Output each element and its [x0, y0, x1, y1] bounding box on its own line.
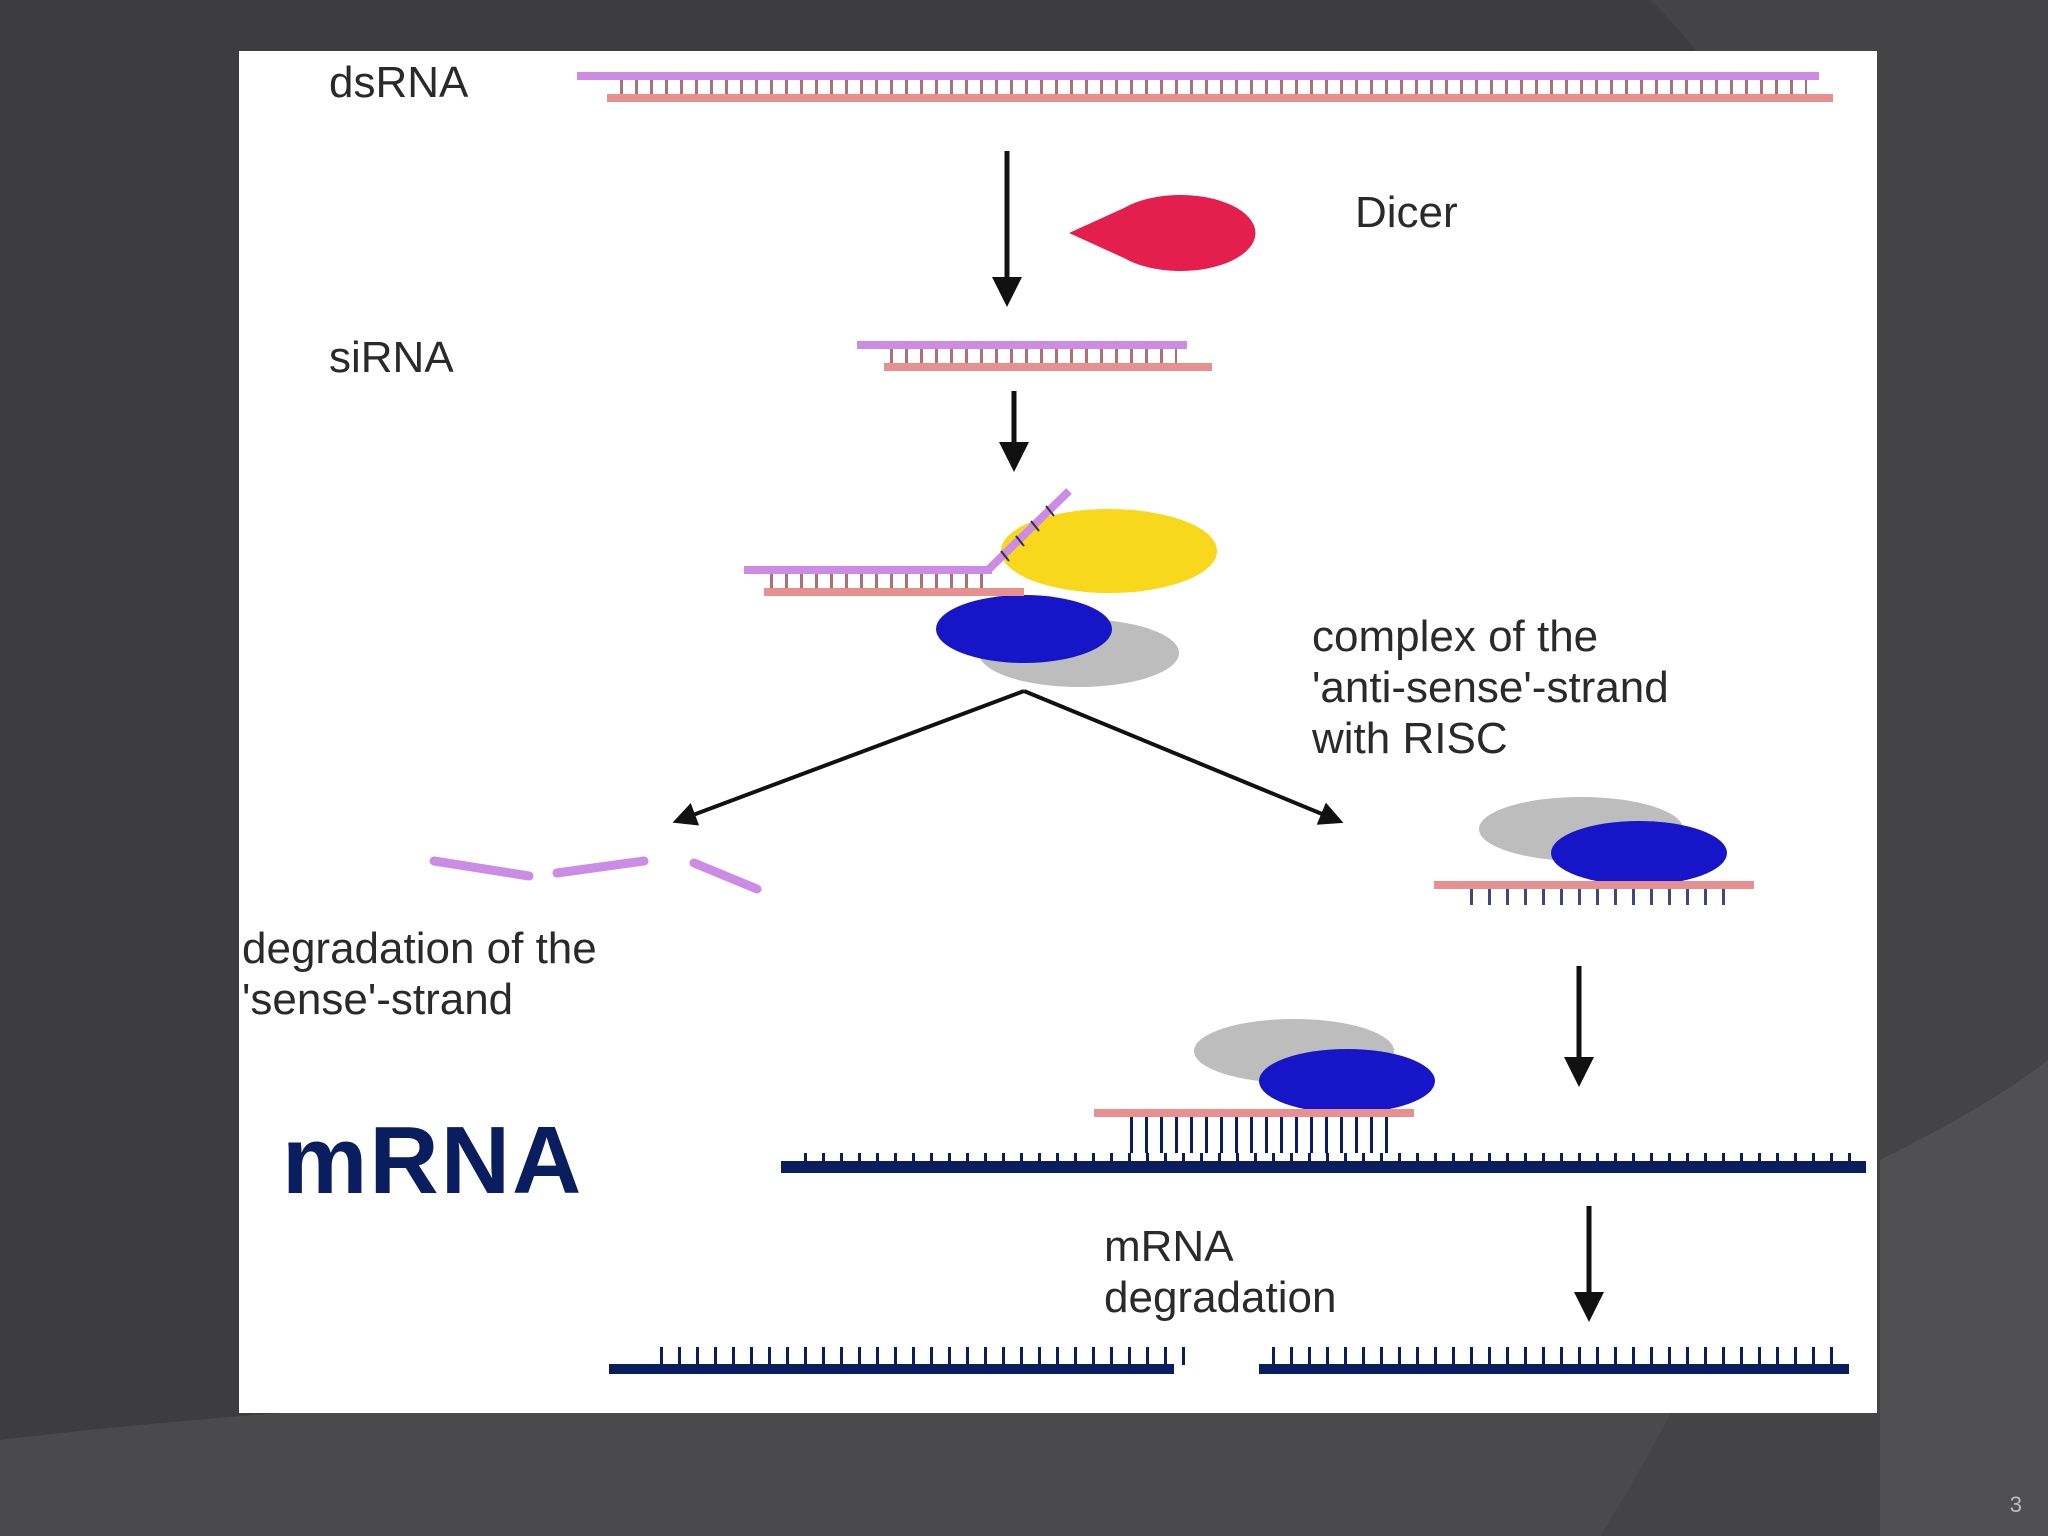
dsrna-strand: [577, 72, 1833, 102]
sense-degradation-label: degradation of the 'sense'-strand: [242, 923, 597, 1025]
sense-strand-fragments: [429, 856, 762, 894]
arrow-to-antisense-complex: [1023, 689, 1344, 825]
antisense-complex-label-line-2: 'anti-sense'-strand: [1312, 663, 1669, 712]
antisense-risc-complex: [1434, 797, 1754, 905]
degraded-mrna-left: [609, 1347, 1187, 1374]
mrna-degradation-label-line-1: mRNA: [1104, 1222, 1234, 1271]
antisense-complex-label-line-1: complex of the: [1312, 612, 1599, 661]
risc-bound-to-mrna: [1094, 1019, 1435, 1117]
sense-degradation-label-line-2: 'sense'-strand: [242, 975, 514, 1024]
risc-blue-subunit: [936, 595, 1112, 663]
sense-degradation-label-line-1: degradation of the: [242, 924, 597, 973]
arrow-to-sense-degradation: [672, 689, 1025, 826]
mrna-degradation-label: mRNA degradation: [1104, 1221, 1336, 1323]
dicer-label: Dicer: [1355, 188, 1458, 237]
dicer-icon: [1069, 195, 1256, 271]
risc-loading-complex: [744, 488, 1217, 687]
degraded-mrna-right: [1259, 1347, 1849, 1374]
sirna-label: siRNA: [329, 333, 454, 382]
mrna-label: mRNA: [282, 1107, 584, 1214]
antisense-complex-label-line-3: with RISC: [1312, 714, 1508, 763]
mrna-degradation-label-line-2: degradation: [1104, 1273, 1337, 1322]
sirna-strand: [857, 341, 1212, 371]
slide-page-number: 3: [2009, 1492, 2022, 1517]
risc-yellow-subunit: [1001, 509, 1217, 593]
dsrna-label: dsRNA: [329, 58, 469, 107]
rnai-diagram: dsRNA Dicer siRNA complex of the 'anti-s…: [239, 51, 1877, 1413]
mrna-strand: [781, 1117, 1866, 1173]
antisense-complex-label: complex of the 'anti-sense'-strand with …: [1312, 611, 1669, 764]
